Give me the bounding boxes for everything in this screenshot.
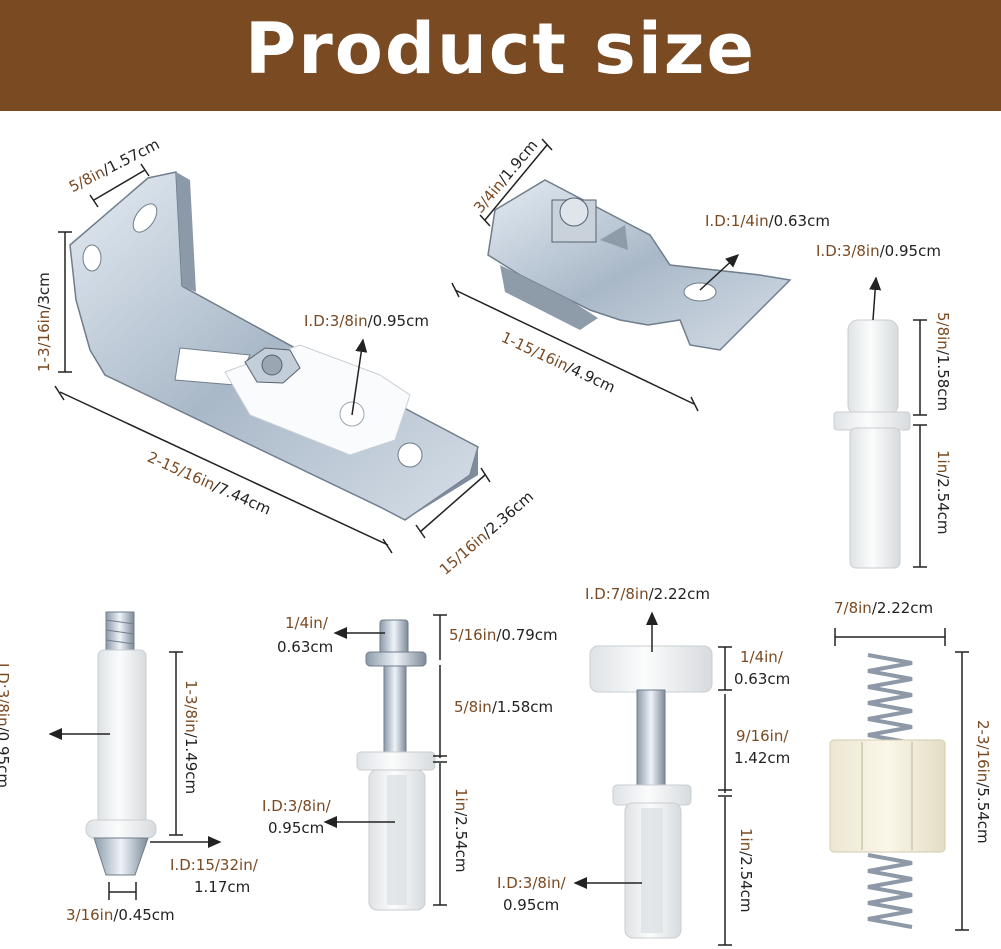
label-f-mid-metric: 1.42cm [734, 749, 791, 767]
label-f-top-id: I.D:7/8in/2.22cm [585, 585, 710, 603]
plastic-sleeve [833, 319, 911, 569]
label-e-top: 5/16in/0.79cm [449, 626, 558, 644]
dimension-lines [48, 138, 969, 946]
label-e-mid: 5/8in/1.58cm [454, 698, 554, 716]
spring-roller [829, 653, 946, 929]
title-banner: Product size [0, 0, 1001, 111]
page-title: Product size [244, 8, 757, 90]
label-f-head-metric: 0.63cm [734, 670, 791, 688]
label-e-id-metric: 0.95cm [268, 819, 325, 837]
label-f-mid: 9/16in/ [736, 727, 789, 745]
label-g-width: 7/8in/2.22cm [834, 599, 934, 617]
label-c-top: 5/8in/1.58cm [934, 312, 952, 412]
label-e-bottom: 1in/2.54cm [452, 788, 470, 873]
label-b-id: I.D:1/4in/0.63cm [705, 212, 830, 230]
label-f-id: I.D:3/8in/ [497, 874, 566, 892]
product-illustration [48, 138, 969, 946]
label-e-head: 1/4in/ [285, 614, 328, 632]
label-d-length: 1-3/8in/1.49cm [182, 680, 200, 795]
label-e-id: I.D:3/8in/ [262, 797, 331, 815]
label-d-tip-metric: 1.17cm [194, 878, 251, 896]
label-d-tip-id: I.D:15/32in/ [170, 856, 258, 874]
label-g-height: 2-3/16in/5.54cm [974, 720, 992, 844]
label-f-id-metric: 0.95cm [503, 896, 560, 914]
label-f-bottom: 1in/2.54cm [737, 828, 755, 913]
label-c-bottom: 1in/2.54cm [934, 450, 952, 535]
l-bracket [69, 171, 479, 521]
guide-pin [356, 619, 436, 911]
pivot-pin [85, 611, 157, 876]
top-bracket [487, 179, 792, 351]
label-f-head: 1/4in/ [740, 648, 783, 666]
label-c-id: I.D:3/8in/0.95cm [816, 242, 941, 260]
label-d-id: I.D:3/8in/0.95cm [0, 663, 12, 788]
label-e-head-metric: 0.63cm [277, 638, 334, 656]
label-a-id: I.D:3/8in/0.95cm [304, 312, 429, 330]
roller-pin [589, 645, 713, 939]
label-d-thread: 3/16in/0.45cm [66, 906, 175, 924]
label-a-height: 1-3/16in/3cm [35, 272, 53, 372]
